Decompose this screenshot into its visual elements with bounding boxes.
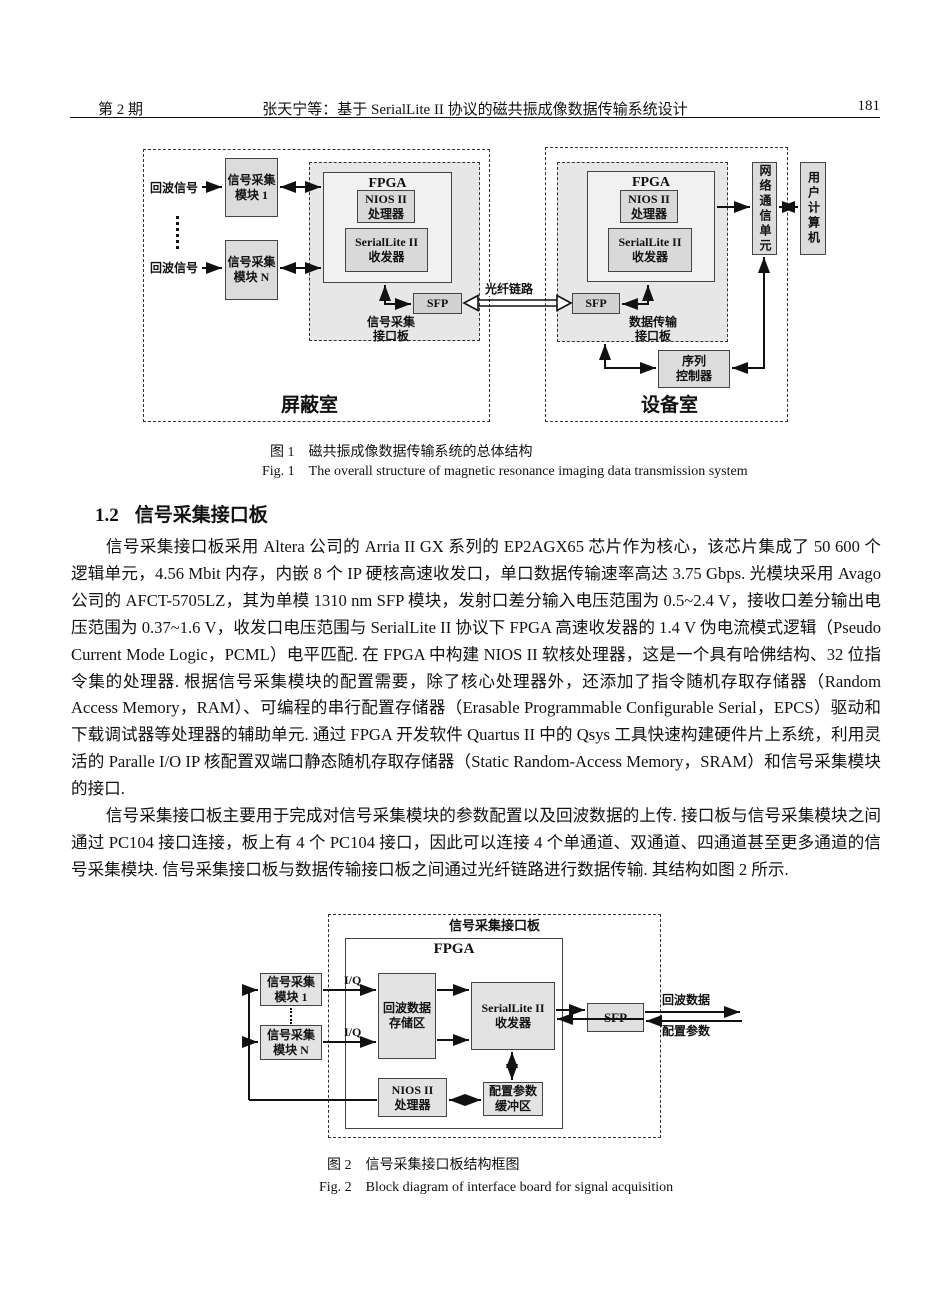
section-heading: 1.2 信号采集接口板	[95, 500, 268, 527]
fig1-caption-zh: 图 1 磁共振成像数据传输系统的总体结构	[270, 445, 533, 460]
fig1-trans-board-label: 数据传输 接口板	[624, 315, 682, 343]
fig2-seriallite-box: SerialLite II 收发器	[471, 982, 555, 1050]
fig2-echo-store-line1: 回波数据	[382, 1001, 431, 1015]
fig2-nios-line2: 处理器	[394, 1097, 431, 1112]
fig1-shield-room-label: 屏蔽室	[281, 395, 339, 416]
fig1-device-room-label: 设备室	[641, 395, 699, 416]
fig2-sfp-box: SFP	[587, 1003, 644, 1032]
fig1-moduleN-line1: 信号采集	[227, 255, 276, 269]
fig1-nios-left-line1: NIOS II	[365, 191, 407, 206]
fig2-module1-box: 信号采集 模块 1	[260, 973, 322, 1006]
fig2-fpga-title: FPGA	[433, 941, 475, 957]
fig2-iq-label-1: I/Q	[344, 973, 362, 987]
fig1-moduleN-box: 信号采集 模块 N	[225, 240, 278, 300]
fig1-seriallite-right-box: SerialLite II 收发器	[608, 228, 692, 272]
body-text: 信号采集接口板采用 Altera 公司的 Arria II GX 系列的 EP2…	[71, 534, 881, 884]
fig1-sfp-left-label: SFP	[426, 296, 449, 310]
fig1-ellipsis-dots	[176, 216, 179, 249]
fig2-echo-store-line2: 存储区	[388, 1016, 425, 1030]
fig1-seriallite-left-line1: SerialLite II	[355, 235, 418, 249]
fig2-seriallite-line2: 收发器	[494, 1016, 531, 1030]
fig1-sfp-left-box: SFP	[413, 293, 462, 314]
fig1-seq-line2: 控制器	[675, 369, 712, 383]
fig1-echo-label-2: 回波信号	[150, 261, 199, 275]
fig2-iq-label-2: I/Q	[344, 1025, 362, 1039]
fig1-nios-left-line2: 处理器	[367, 206, 404, 221]
fig2-cfg-buffer-line2: 缓冲区	[494, 1099, 531, 1113]
fig2-out-echo-label: 回波数据	[662, 993, 711, 1007]
fig1-caption-en: Fig. 1 The overall structure of magnetic…	[262, 464, 748, 479]
fig1-trans-board-line2: 接口板	[634, 329, 671, 343]
fig1-seq-controller-box: 序列 控制器	[658, 350, 730, 388]
fig2-module1-line2: 模块 1	[274, 989, 308, 1004]
fig1-network-unit-box: 网络通信单元	[752, 162, 777, 255]
fig2-moduleN-line2: 模块 N	[273, 1042, 309, 1057]
body-paragraph-2: 信号采集接口板主要用于完成对信号采集模块的参数配置以及回波数据的上传. 接口板与…	[71, 806, 881, 879]
fig2-cfg-buffer-box: 配置参数 缓冲区	[483, 1082, 543, 1116]
fig1-moduleN-line2: 模块 N	[233, 270, 270, 284]
fig2-moduleN-line1: 信号采集	[266, 1027, 315, 1042]
header-issue: 第 2 期	[98, 102, 144, 118]
fig1-seriallite-left-box: SerialLite II 收发器	[345, 228, 428, 272]
fig1-fpga-right-title: FPGA	[631, 175, 671, 190]
fig2-board-label: 信号采集接口板	[448, 918, 540, 933]
fig1-fiber-link-label: 光纤链路	[483, 282, 536, 296]
fig2-out-cfg-label: 配置参数	[662, 1024, 711, 1038]
fig1-module1-box: 信号采集 模块 1	[225, 158, 278, 217]
section-number: 1.2	[95, 505, 119, 526]
fig1-acq-board-label: 信号采集 接口板	[362, 315, 420, 343]
fig2-seriallite-line1: SerialLite II	[481, 1001, 545, 1015]
fig1-trans-board-line1: 数据传输	[628, 315, 677, 329]
fig1-nios-right-box: NIOS II 处理器	[620, 190, 678, 223]
fig1-user-computer-box: 用户计算机	[800, 162, 826, 255]
fig2-caption-zh: 图 2 信号采集接口板结构框图	[327, 1158, 520, 1173]
fig1-acq-board-line2: 接口板	[372, 329, 409, 343]
fig1-nios-right-line1: NIOS II	[628, 191, 670, 206]
fig2-nios-line1: NIOS II	[391, 1082, 434, 1097]
header-rule	[70, 117, 880, 118]
fig1-seriallite-right-line2: 收发器	[631, 250, 668, 264]
fig1-seq-line1: 序列	[681, 354, 706, 368]
header-page-number: 181	[857, 98, 881, 114]
fig1-seriallite-right-line1: SerialLite II	[618, 235, 682, 249]
section-title: 信号采集接口板	[134, 505, 268, 526]
fig2-module1-line1: 信号采集	[266, 974, 315, 989]
fig1-sfp-right-box: SFP	[572, 293, 620, 314]
fig2-echo-store-box: 回波数据 存储区	[378, 973, 436, 1059]
fig1-seriallite-left-line2: 收发器	[368, 250, 405, 264]
header-running-title: 张天宁等：基于 SerialLite II 协议的磁共振成像数据传输系统设计	[262, 102, 688, 118]
fig1-nios-right-line2: 处理器	[630, 206, 667, 221]
fig1-module1-line2: 模块 1	[234, 187, 268, 202]
fig1-module1-line1: 信号采集	[227, 172, 276, 187]
fig1-echo-label-1: 回波信号	[150, 181, 199, 195]
fig2-nios-box: NIOS II 处理器	[378, 1078, 447, 1117]
fig1-fpga-left-title: FPGA	[368, 176, 407, 191]
fig1-device-room-box	[545, 147, 788, 422]
fig1-nios-left-box: NIOS II 处理器	[357, 190, 415, 223]
fig2-cfg-buffer-line1: 配置参数	[488, 1084, 537, 1098]
fig1-acq-board-line1: 信号采集	[366, 315, 415, 329]
body-paragraph-1: 信号采集接口板采用 Altera 公司的 Arria II GX 系列的 EP2…	[71, 537, 881, 799]
fig2-caption-en: Fig. 2 Block diagram of interface board …	[319, 1180, 674, 1195]
fig1-sfp-right-label: SFP	[585, 296, 607, 310]
fig2-moduleN-box: 信号采集 模块 N	[260, 1025, 322, 1060]
fig2-ellipsis-dots	[290, 1008, 292, 1024]
